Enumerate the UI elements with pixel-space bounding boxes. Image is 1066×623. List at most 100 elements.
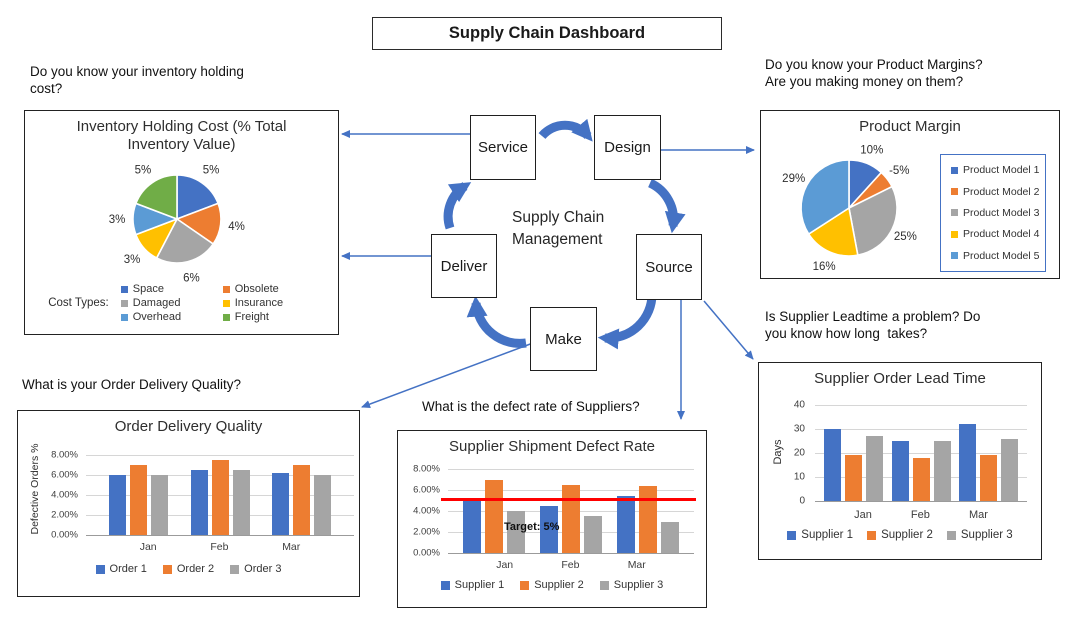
x-tick-label-jan: Jan	[496, 559, 514, 571]
legend-marker	[440, 580, 450, 590]
legend-label: Damaged	[132, 297, 181, 309]
legend-marker	[222, 299, 230, 307]
question-leadtime: Is Supplier Leadtime a problem? Do you k…	[765, 309, 981, 342]
pie-value-label-insurance: 3%	[124, 254, 141, 266]
bar-supplier-1-mar	[617, 496, 635, 553]
bar-groups	[86, 455, 354, 535]
legend-label: Order 2	[176, 563, 215, 575]
supplier-defect-rate-panel: Supplier Shipment Defect Rate 0.00%2.00%…	[397, 430, 707, 608]
bar-order-3-feb	[232, 470, 250, 535]
bar-supplier-3-jan	[865, 436, 883, 501]
arrow-make-to-deliver	[466, 295, 527, 348]
y-tick-label: 2.00%	[413, 526, 440, 538]
target-line	[441, 498, 696, 501]
cycle-node-service-label: Service	[477, 139, 529, 156]
legend-label: Space	[132, 283, 164, 295]
y-tick-label: 8.00%	[51, 449, 78, 461]
x-tick-label-mar: Mar	[968, 509, 988, 521]
legend-item-supplier-2: Supplier 2	[867, 529, 933, 541]
gridline-0.00%	[86, 535, 354, 537]
bar-group-mar	[272, 455, 332, 535]
chart-legend: Order 1 Order 2 Order 3	[18, 563, 359, 575]
dashboard-title-box: Supply Chain Dashboard	[372, 17, 722, 50]
pie-slice-product-model-5	[800, 159, 850, 236]
cycle-node-source-label: Source	[645, 258, 693, 276]
legend-marker	[946, 530, 956, 540]
legend-item-space: Space	[120, 283, 223, 295]
legend-label: Supplier 1	[454, 579, 505, 591]
cycle-node-source: Source	[636, 234, 702, 300]
pie-value-label-product-model-4: 16%	[813, 261, 836, 273]
legend-marker	[787, 530, 797, 540]
legend-marker	[162, 564, 172, 574]
gridline-40	[815, 405, 1027, 406]
x-tick-label-feb: Feb	[210, 541, 229, 553]
legend-label: Insurance	[234, 297, 284, 309]
bar-supplier-2-jan	[485, 479, 503, 553]
inventory-pie-chart: 5%4%6%3%3%5%	[25, 143, 338, 288]
legend-item-supplier-3: Supplier 3	[946, 529, 1013, 541]
bar-groups	[815, 405, 1027, 501]
dashboard-title: Supply Chain Dashboard	[448, 24, 646, 42]
bar-order-1-jan	[108, 475, 126, 535]
pie-slice-damaged	[155, 217, 215, 264]
pie-value-label-freight: 5%	[135, 165, 152, 177]
bar-supplier-2-mar	[639, 485, 657, 553]
pie-slice-product-model-3	[848, 185, 898, 257]
legend-label: Freight	[234, 311, 269, 323]
legend-item-damaged: Damaged	[120, 297, 223, 309]
bar-supplier-3-mar	[661, 521, 679, 553]
legend-marker	[599, 580, 609, 590]
question-defect-rate: What is the defect rate of Suppliers?	[422, 399, 640, 414]
pie-value-label-product-model-2: -5%	[889, 165, 909, 177]
legend-marker	[120, 299, 128, 307]
bar-supplier-2-feb	[562, 484, 580, 553]
bar-supplier-1-jan	[463, 500, 481, 553]
gridline-0.00%	[448, 553, 694, 555]
y-tick-label: 4.00%	[413, 505, 440, 517]
legend-item-product-model-5: Product Model 5	[951, 250, 1045, 262]
legend-label: Product Model 1	[963, 164, 1040, 177]
connector-source-to-lead-chart	[703, 300, 754, 360]
bar-order-1-feb	[190, 470, 208, 535]
chart-title: Supplier Order Lead Time	[814, 370, 986, 387]
cycle-node-design-label: Design	[604, 139, 651, 156]
pie-value-label-overhead: 3%	[109, 214, 126, 226]
legend-item-supplier-1: Supplier 1	[440, 579, 505, 591]
arrow-design-to-source	[647, 178, 686, 234]
pie-slice-product-model-4	[807, 206, 859, 257]
legend-marker	[230, 564, 240, 574]
gridline-30	[815, 429, 1027, 430]
y-tick-label: 10	[793, 471, 805, 483]
y-axis-title: Defective Orders %	[29, 443, 41, 535]
chart-title: Product Margin	[859, 118, 961, 135]
question-delivery-quality: What is your Order Delivery Quality?	[22, 377, 242, 392]
y-tick-label: 6.00%	[51, 469, 78, 481]
legend-marker	[222, 313, 230, 321]
pie-value-label-space: 5%	[203, 165, 220, 177]
legend-item-order-1: Order 1	[95, 563, 147, 575]
legend-label: Order 3	[244, 563, 282, 575]
gridline-8.00%	[448, 469, 694, 470]
bar-groups	[448, 469, 694, 553]
question-margin: Do you know your Product Margins? Are yo…	[765, 57, 983, 90]
x-tick-label-mar: Mar	[627, 559, 646, 571]
legend-label: Product Model 3	[963, 206, 1040, 219]
cycle-node-make-label: Make	[545, 330, 582, 348]
bar-supplier-1-mar	[959, 424, 977, 501]
pie-slice-freight	[134, 174, 178, 221]
bar-supplier-2-feb	[912, 457, 930, 501]
legend-label: Supplier 2	[881, 529, 933, 541]
legend-item-order-2: Order 2	[162, 563, 215, 575]
cycle-center-label: Supply Chain Management	[512, 209, 605, 248]
cycle-node-design: Design	[594, 115, 661, 180]
bar-supplier-3-feb	[933, 441, 951, 501]
cycle-node-service: Service	[470, 115, 536, 180]
